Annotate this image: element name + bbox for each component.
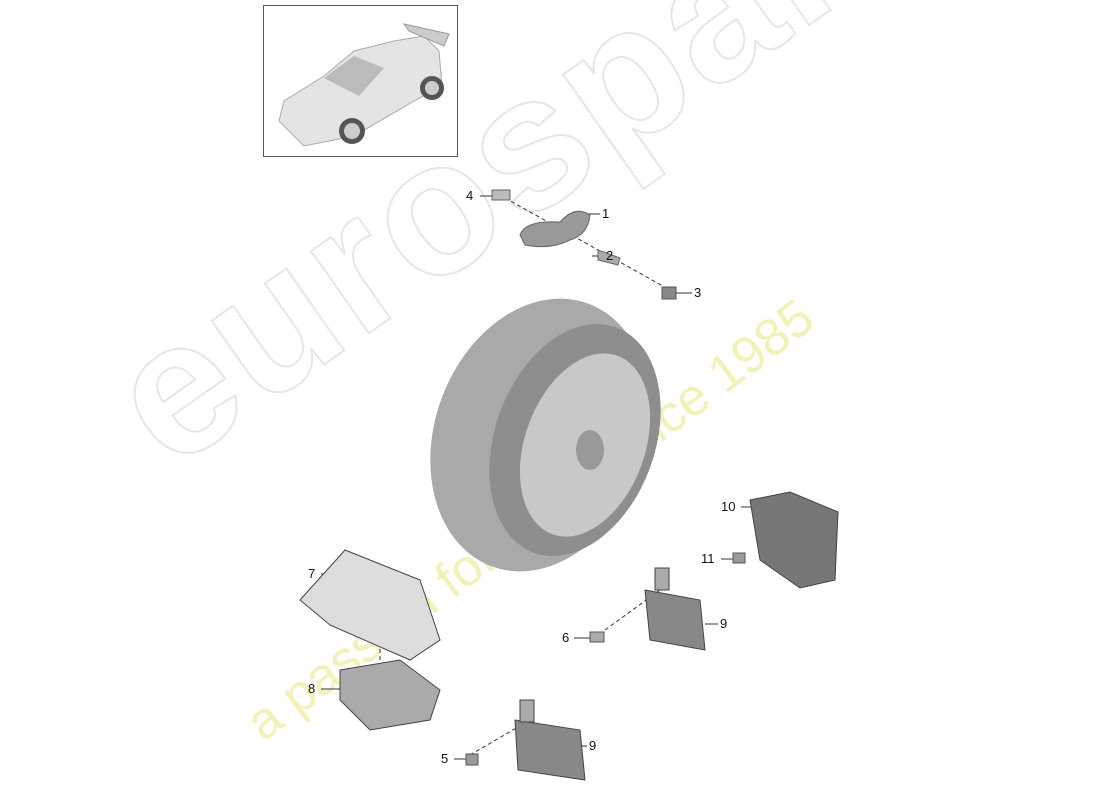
holder-7 xyxy=(299,549,441,661)
callout-10: 10 xyxy=(721,499,736,514)
screw-5 xyxy=(465,753,479,766)
callout-4: 4 xyxy=(466,188,474,203)
screw-6 xyxy=(589,631,605,643)
clip-11 xyxy=(732,552,746,564)
car-thumbnail xyxy=(263,5,458,157)
callout-2: 2 xyxy=(606,248,614,263)
callout-3: 3 xyxy=(694,285,702,300)
valve-2 xyxy=(597,249,621,266)
callout-9-lower: 9 xyxy=(589,738,597,753)
bracket-10 xyxy=(749,491,839,589)
callout-5: 5 xyxy=(441,751,449,766)
control-unit-9b xyxy=(514,699,586,781)
control-unit-8 xyxy=(339,659,441,731)
screw-4 xyxy=(491,189,511,201)
callout-7: 7 xyxy=(308,566,316,581)
valve-cap-3 xyxy=(661,286,677,300)
callout-11: 11 xyxy=(701,551,715,566)
tpms-sensor xyxy=(519,210,591,248)
callout-9: 9 xyxy=(720,616,728,631)
control-unit-9 xyxy=(644,567,706,651)
wheel-tire xyxy=(430,298,661,572)
car-image xyxy=(278,23,450,147)
callout-6: 6 xyxy=(562,630,570,645)
callout-1: 1 xyxy=(602,206,610,221)
callout-8: 8 xyxy=(308,681,316,696)
